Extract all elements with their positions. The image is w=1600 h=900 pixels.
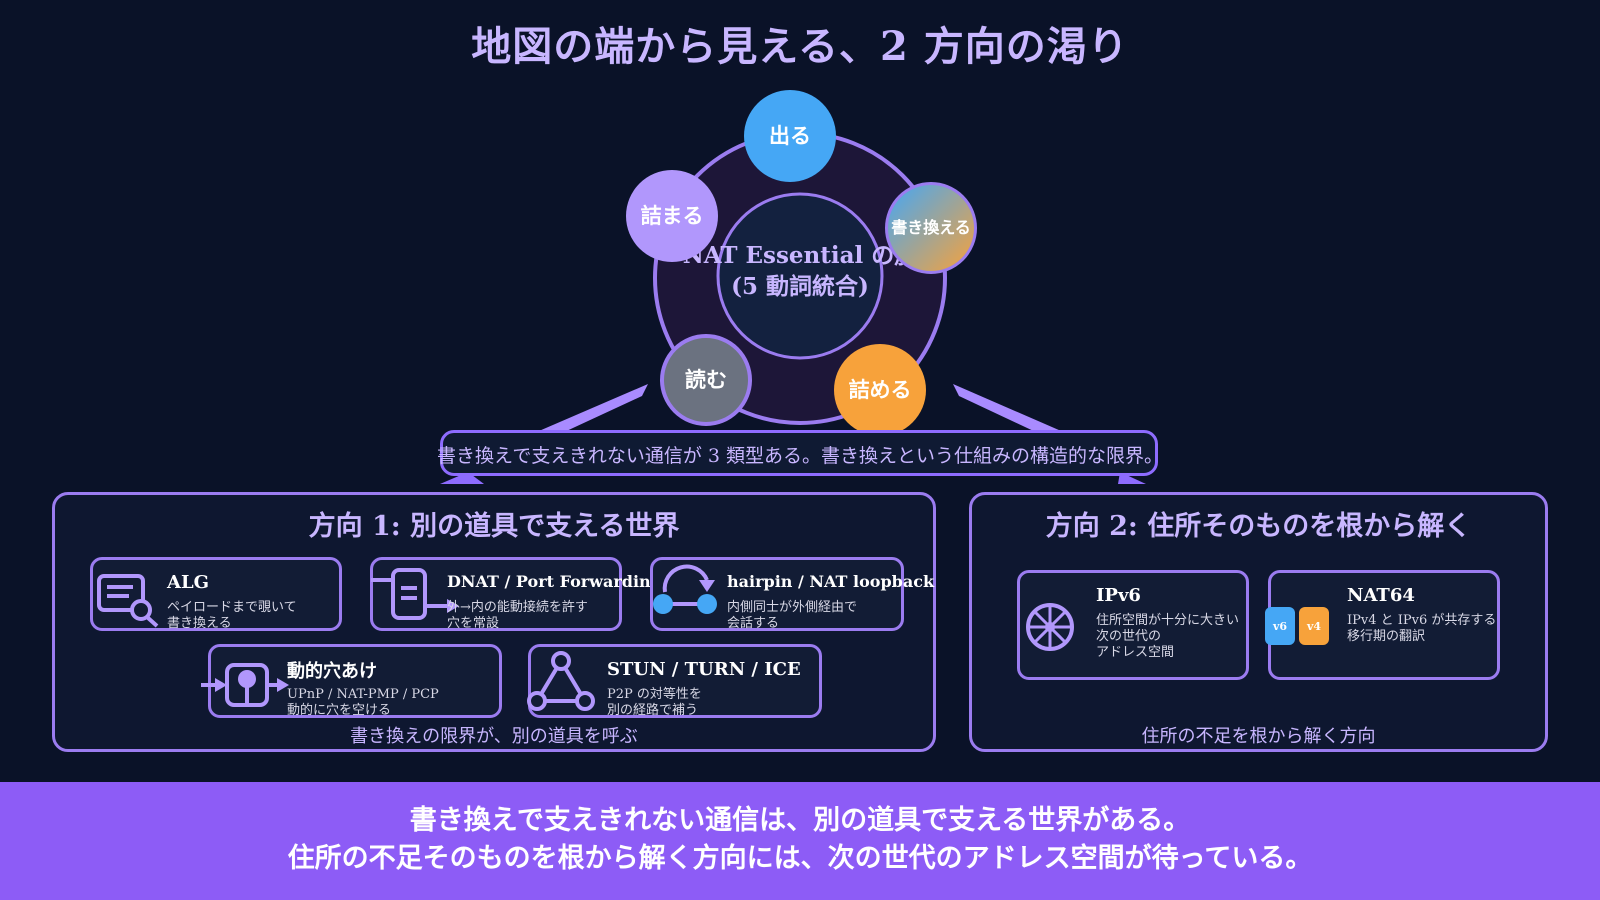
card-alg-desc1: ペイロードまで覗いて: [167, 600, 297, 615]
summary-line1: 書き換えで支えきれない通信は、別の道具で支える世界がある。: [409, 805, 1191, 836]
card-stun[interactable]: STUN / TURN / ICE P2P の対等性を 別の経路で補う: [527, 644, 822, 718]
card-stun-title: STUN / TURN / ICE: [607, 659, 801, 680]
direction2-footer: 住所の不足を根から解く方向: [1141, 726, 1376, 747]
document-search-icon: [97, 574, 159, 628]
card-nat64-desc2: 移行期の翻訳: [1347, 629, 1426, 644]
card-ipv6[interactable]: IPv6 住所空間が十分に大きい 次の世代の アドレス空間: [1017, 570, 1249, 680]
node-tsumaru-label: 詰まる: [640, 203, 704, 229]
node-kakikaeru[interactable]: 書き換える: [885, 182, 977, 274]
connector-right: [953, 384, 1068, 434]
card-dynamic-hole[interactable]: 動的穴あけ UPnP / NAT-PMP / PCP 動的に穴を空ける: [201, 644, 502, 718]
card-dynamic-hole-desc1: UPnP / NAT-PMP / PCP: [287, 687, 439, 702]
wheel-icon: [1026, 603, 1074, 651]
card-ipv6-desc1: 住所空間が十分に大きい: [1096, 613, 1240, 628]
connector-left: [532, 384, 648, 434]
direction1-footer: 書き換えの限界が、別の道具を呼ぶ: [350, 726, 638, 747]
node-yomu-label: 読む: [685, 367, 727, 393]
card-ipv6-desc3: アドレス空間: [1096, 645, 1175, 660]
node-tsumeru[interactable]: 詰める: [834, 344, 926, 436]
card-nat64[interactable]: v6 v4 NAT64 IPv4 と IPv6 が共存する 移行期の翻訳: [1265, 570, 1500, 680]
card-dnat[interactable]: DNAT / Port Forwarding 外→内の能動接続を許す 穴を常設: [370, 557, 662, 631]
hub-label-line2: (5 動詞統合): [731, 273, 869, 300]
limit-banner-text: 書き換えで支えきれない通信が 3 類型ある。書き換えという仕組みの構造的な限界。: [436, 445, 1164, 467]
card-alg-desc2: 書き換える: [167, 616, 232, 631]
card-alg[interactable]: ALG ペイロードまで覗いて 書き換える: [90, 557, 342, 631]
node-deru[interactable]: 出る: [744, 90, 836, 182]
card-dnat-desc2: 穴を常設: [447, 616, 500, 631]
dynamic-hole-icon: [201, 663, 289, 707]
card-dnat-title: DNAT / Port Forwarding: [447, 572, 662, 591]
node-deru-label: 出る: [769, 123, 811, 149]
direction1-title: 方向 1: 別の道具で支える世界: [308, 511, 680, 542]
card-hairpin-desc2: 会話する: [727, 616, 780, 631]
card-dnat-desc1: 外→内の能動接続を許す: [447, 600, 588, 615]
inner-hub: [716, 192, 884, 360]
loopback-icon: [653, 564, 717, 614]
summary-line2: 住所の不足そのものを根から解く方向には、次の世代のアドレス空間が待っている。: [287, 843, 1313, 874]
v6-badge: v6: [1265, 607, 1295, 645]
node-tsumeru-label: 詰める: [848, 377, 912, 403]
summary-footer: 書き換えで支えきれない通信は、別の道具で支える世界がある。 住所の不足そのものを…: [0, 782, 1600, 900]
limit-banner: [440, 430, 1158, 476]
card-hairpin-title: hairpin / NAT loopback: [727, 572, 935, 591]
card-hairpin[interactable]: hairpin / NAT loopback 内側同士が外側経由で 会話する: [650, 557, 934, 631]
hub-label: NAT Essential の旅 (5 動詞統合): [650, 240, 950, 302]
card-dynamic-hole-title: 動的穴あけ: [287, 661, 377, 682]
card-nat64-title: NAT64: [1347, 585, 1415, 606]
node-kakikaeru-label: 書き換える: [891, 218, 971, 238]
node-yomu[interactable]: 読む: [660, 334, 752, 426]
v4-badge: v4: [1299, 607, 1329, 645]
triangle-network-icon: [527, 651, 595, 711]
card-ipv6-desc2: 次の世代の: [1096, 629, 1162, 644]
card-stun-desc1: P2P の対等性を: [607, 687, 702, 702]
node-tsumaru[interactable]: 詰まる: [626, 170, 718, 262]
card-alg-title: ALG: [167, 572, 209, 593]
hub-label-line1: NAT Essential の旅: [682, 242, 918, 269]
direction2-title: 方向 2: 住所そのものを根から解く: [1045, 511, 1472, 542]
connector-banner-left: [440, 472, 484, 484]
card-dynamic-hole-desc2: 動的に穴を空ける: [287, 703, 392, 718]
card-hairpin-desc1: 内側同士が外側経由で: [727, 600, 858, 615]
port-forward-icon: [371, 568, 459, 620]
card-stun-desc2: 別の経路で補う: [607, 703, 699, 718]
card-ipv6-title: IPv6: [1096, 585, 1141, 606]
card-nat64-desc1: IPv4 と IPv6 が共存する: [1347, 613, 1497, 628]
page-title: 地図の端から見える、2 方向の渇り: [471, 23, 1129, 70]
